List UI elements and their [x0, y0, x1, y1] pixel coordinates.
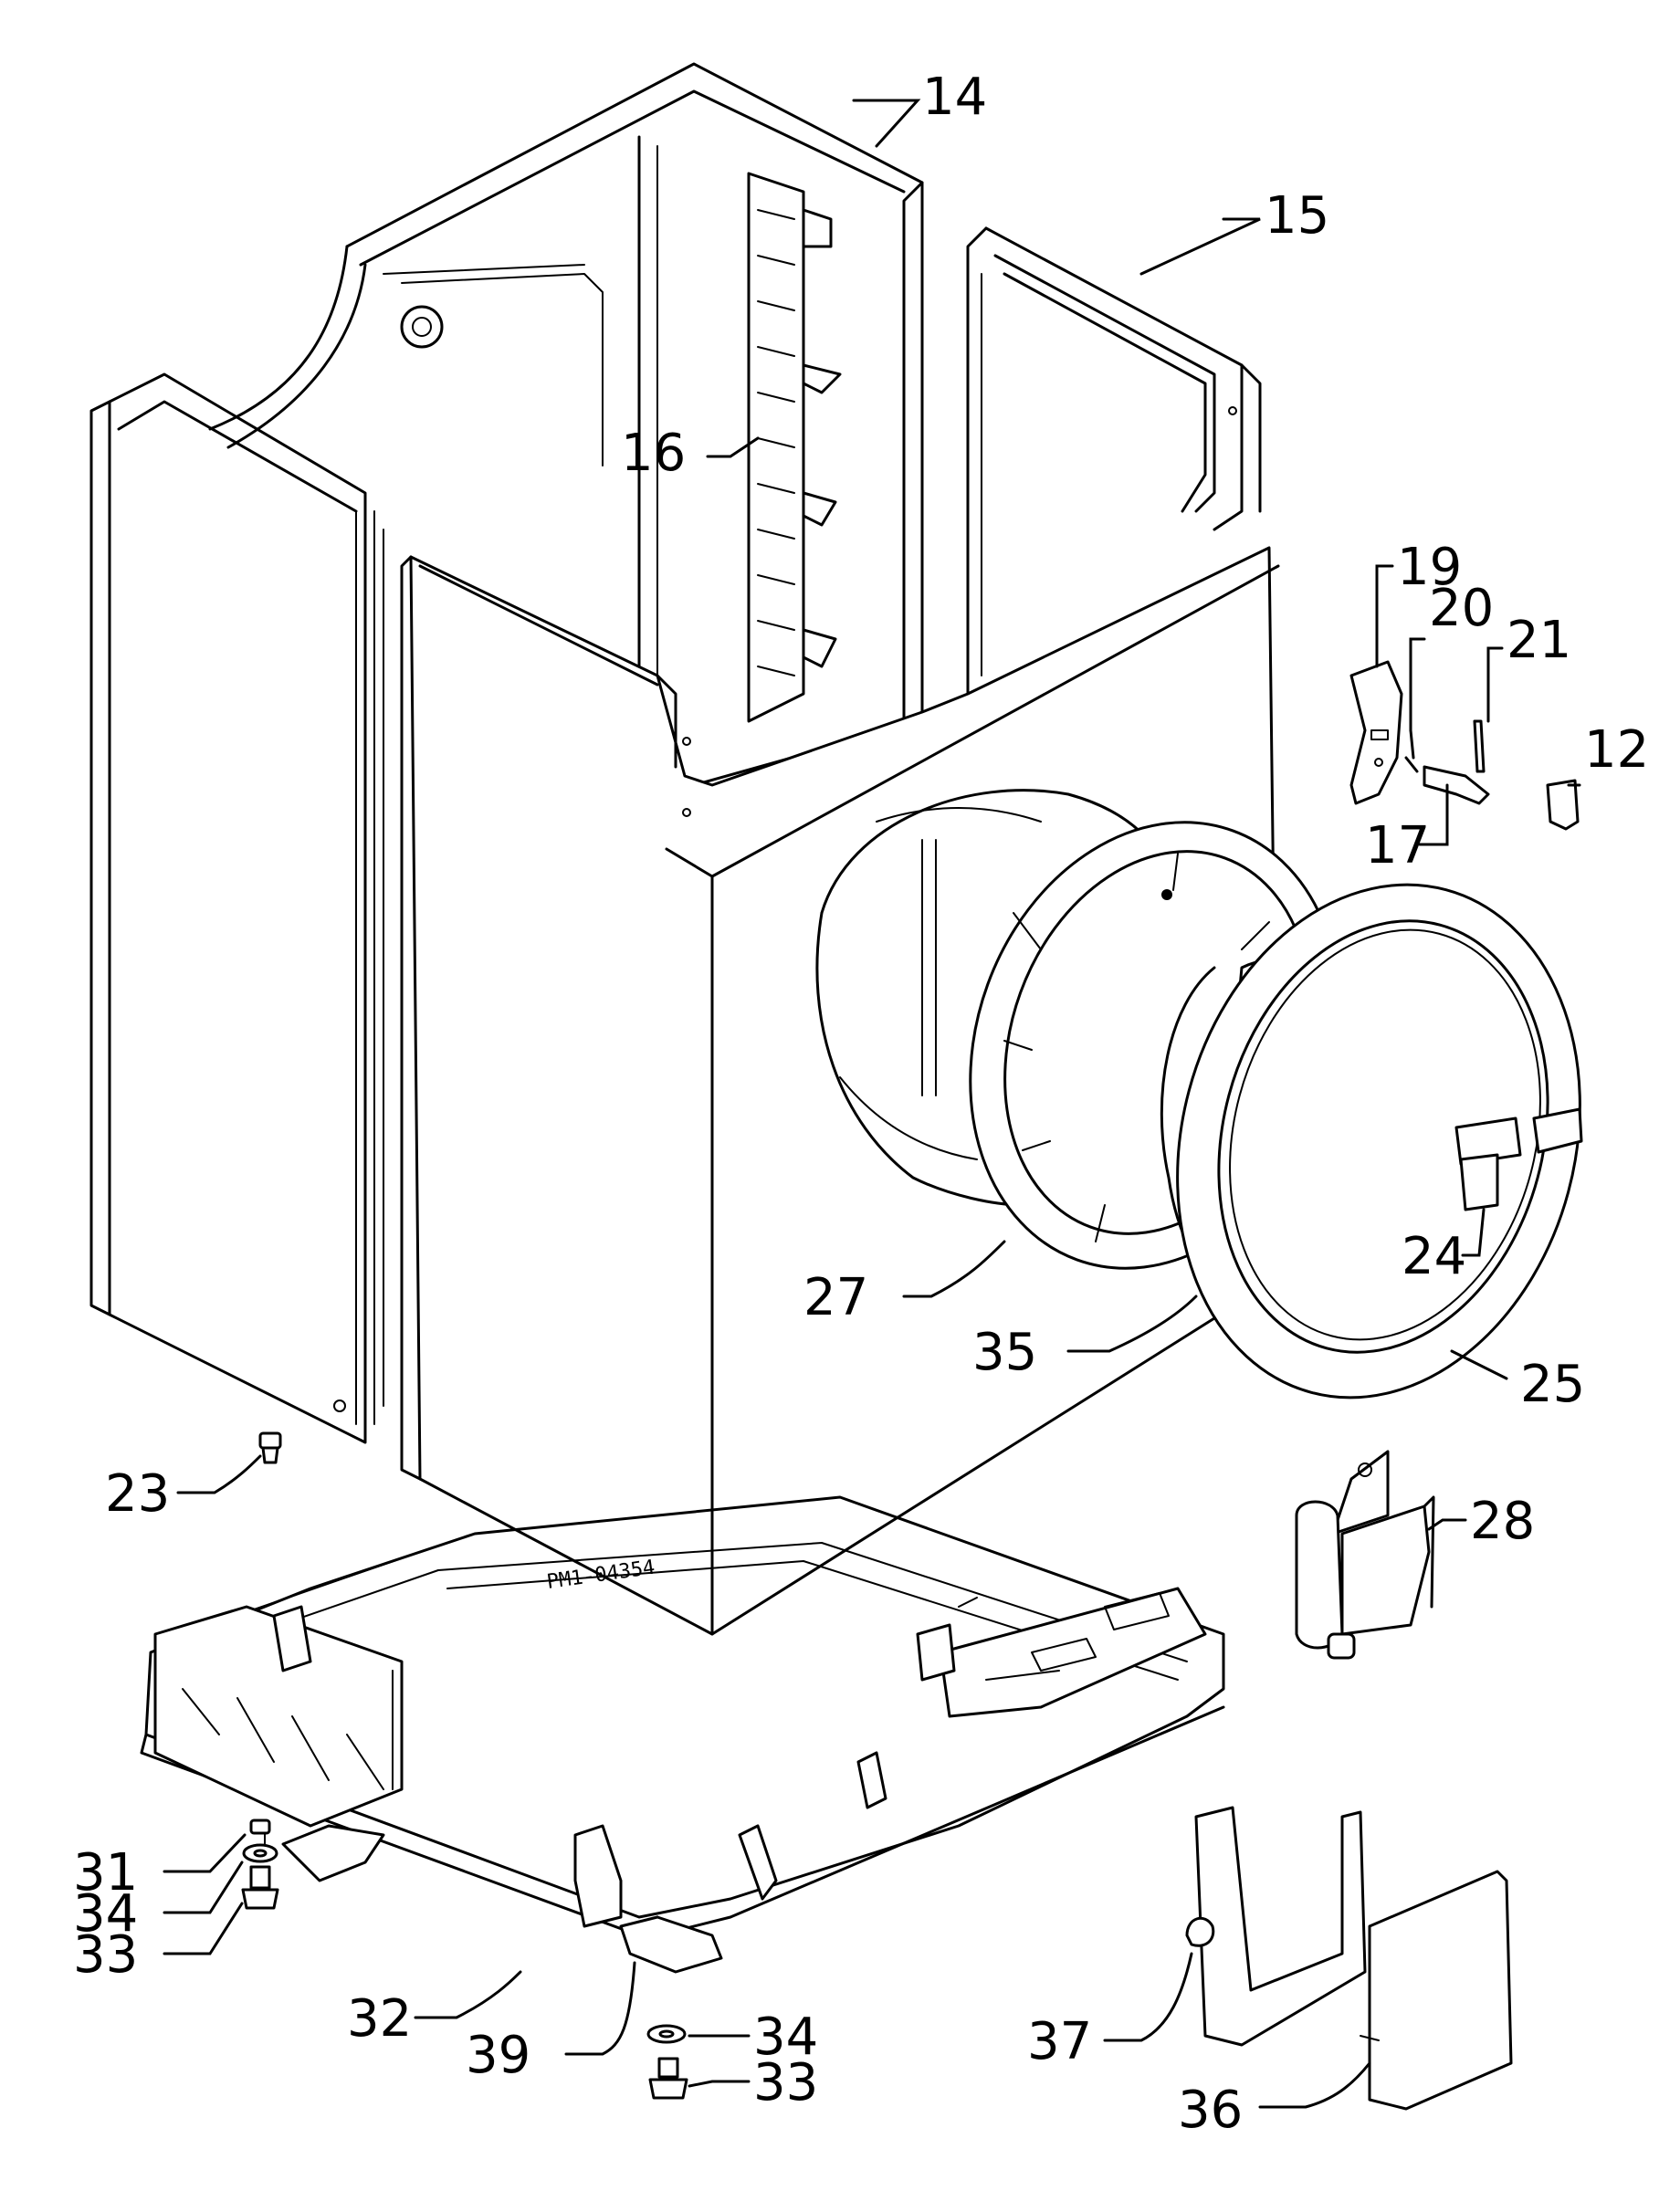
label-32: 32 [347, 1989, 412, 2049]
part-labels: 14 15 16 19 20 21 12 17 24 27 35 25 23 2… [73, 68, 1649, 2140]
leader-lines [163, 99, 1581, 2109]
door-25 [1176, 883, 1583, 1400]
side-frame-15 [966, 226, 1262, 696]
bracket-strip-16 [747, 172, 842, 723]
label-39: 39 [466, 2026, 530, 2085]
spring-20 [1404, 729, 1419, 773]
label-16: 16 [621, 424, 686, 483]
label-33-left: 33 [73, 1925, 138, 1985]
screw-23 [258, 1431, 282, 1464]
label-14: 14 [922, 68, 987, 127]
clip-12 [1546, 779, 1580, 831]
door-lock-parts [1349, 660, 1580, 831]
label-36: 36 [1178, 2081, 1243, 2140]
door-handle-24 [1454, 1107, 1583, 1211]
label-33-right: 33 [753, 2053, 818, 2112]
label-15: 15 [1265, 186, 1329, 246]
label-28: 28 [1470, 1492, 1535, 1551]
label-20: 20 [1429, 579, 1494, 638]
pin-21 [1473, 719, 1486, 773]
base-frame: PM1-04354 [140, 1495, 1225, 1974]
label-23: 23 [105, 1464, 170, 1524]
service-panel-parts [1185, 1806, 1513, 2111]
bracket-37 [1194, 1806, 1367, 2047]
label-17: 17 [1365, 816, 1430, 875]
label-31: 31 [73, 1843, 138, 1903]
label-12: 12 [1584, 720, 1649, 780]
lever-17 [1423, 765, 1490, 805]
foot-39 [619, 1915, 723, 1974]
label-25: 25 [1520, 1355, 1585, 1414]
label-34-left: 34 [73, 1884, 138, 1944]
label-35: 35 [972, 1323, 1037, 1382]
foot-33-right [648, 2057, 688, 2100]
front-cabinet [400, 546, 1280, 1636]
label-21: 21 [1507, 611, 1571, 670]
cover-36 [1368, 1870, 1513, 2111]
label-34-right: 34 [753, 2008, 818, 2067]
label-37: 37 [1027, 2012, 1092, 2071]
bolt-31 [249, 1819, 271, 1845]
label-19: 19 [1397, 538, 1462, 597]
label-24: 24 [1402, 1227, 1466, 1286]
hinge-28 [1295, 1450, 1435, 1660]
label-27: 27 [803, 1268, 868, 1327]
lock-plate-19 [1349, 660, 1403, 805]
fasteners [241, 1431, 688, 2100]
left-side-panel [89, 372, 384, 1444]
foot-33-left [241, 1865, 279, 1910]
